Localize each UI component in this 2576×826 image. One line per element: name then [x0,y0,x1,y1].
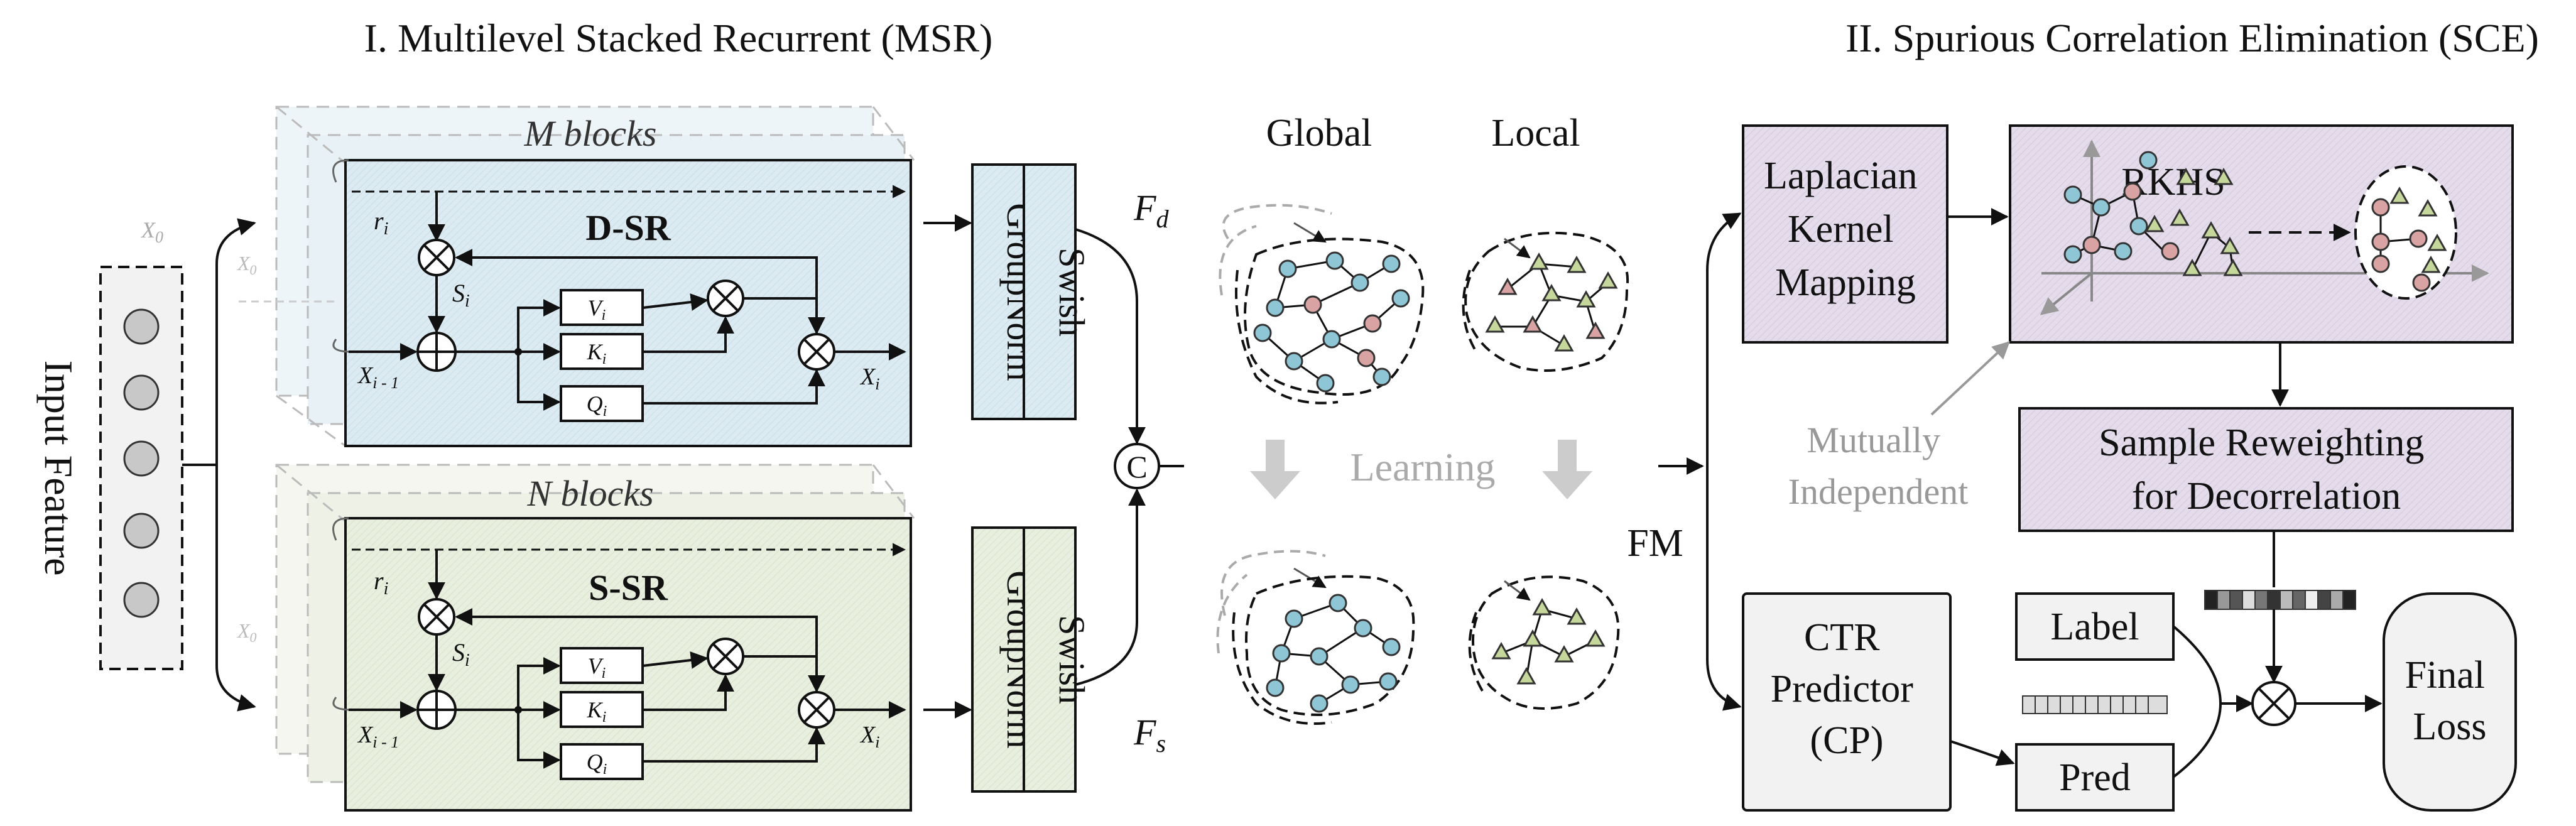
label-text: Label [2050,606,2139,648]
input-node [123,374,160,411]
dsr-title: D-SR [585,207,671,248]
local-graph-top [1462,231,1629,372]
ssr-xprev-label: Xi - 1 [357,722,399,751]
ssr-v-label: Vi [588,653,606,682]
dsr-s-label: Si [452,279,470,311]
ssr-q-label: Qi [587,749,607,778]
ssr-swish-box [1023,526,1077,793]
dsr-xout-label: Xi [859,364,879,393]
ctr-predictor-box [1742,592,1952,812]
dsr-q-label: Qi [587,391,607,420]
ssr-k-label: Ki [587,697,607,725]
label-bar [2022,695,2168,714]
ssr-swish-label: Swish [1052,615,1092,704]
global-label: Global [1266,112,1372,155]
ssr-r-label: ri [374,567,388,599]
rkhs-points [2063,151,2457,300]
ssr-x0-ghost: X0 [236,619,257,645]
final-loss-box [2383,592,2517,812]
fs-label: Fs [1133,712,1166,758]
ssr-q-box [560,743,644,780]
sce-title: II. Spurious Correlation Elimination (SC… [1845,16,2539,60]
ssr-blocks-label: N blocks [526,473,653,514]
input-node [123,582,160,618]
local-graph-bottom [1468,575,1620,710]
dsr-v-label: Vi [588,295,606,323]
x0-label: X0 [140,217,163,246]
reweighting-box [2018,407,2514,532]
pred-box [2015,743,2175,812]
input-nodes [123,308,160,618]
mutually-independent-label: Mutually Independent [1788,420,1969,512]
dsr-q-box [560,385,644,422]
input-node [123,440,160,477]
learning-label: Learning [1350,445,1496,489]
dsr-r-label: ri [374,207,388,239]
ctr-predictor-label: CTR Predictor (CP) [1771,616,1923,762]
learning-arrow-right [1542,440,1592,499]
reweighting-label: Sample Reweighting for Decorrelation [2099,421,2434,518]
local-label: Local [1491,112,1580,155]
weight-bar [2204,590,2356,610]
dsr-x0-ghost: X0 [236,252,257,278]
input-feature-label: Input Feature [36,361,81,576]
ssr-s-label: Si [452,638,470,670]
ssr-xout-label: Xi [859,722,879,751]
laplacian-label: Laplacian Kernel Mapping [1764,155,1927,304]
dsr-groupnorm-box [971,163,1025,420]
learning-arrow-left [1250,440,1300,499]
dsr-swish-box [1023,163,1077,420]
laplacian-box [1742,124,1948,344]
dsr-stack: X0 M blocks D-SR ri Si Xi - 1 Vi [236,106,915,447]
label-box [2015,592,2175,661]
input-node [123,308,160,345]
ssr-title: S-SR [589,567,668,608]
dsr-swish-label: Swish [1052,247,1092,337]
input-branch [182,218,256,712]
pred-text: Pred [2059,756,2131,799]
ssr-stack: X0 N blocks S-SR ri Si Xi - 1 Vi Ki Qi [236,464,915,812]
global-graph-top [1219,204,1425,405]
ssr-k-box [560,691,644,728]
fm-label: FM [1627,522,1683,565]
dsr-k-label: Ki [587,339,607,367]
final-loss-label: Final Loss [2405,654,2495,748]
concat-label: C [1126,449,1147,484]
global-graph-bottom [1216,550,1415,725]
fd-label: Fd [1133,187,1169,233]
msr-title: I. Multilevel Stacked Recurrent (MSR) [364,16,993,60]
dsr-blocks-label: M blocks [524,113,657,154]
dsr-xprev-label: Xi - 1 [357,362,399,392]
input-node [123,513,160,549]
